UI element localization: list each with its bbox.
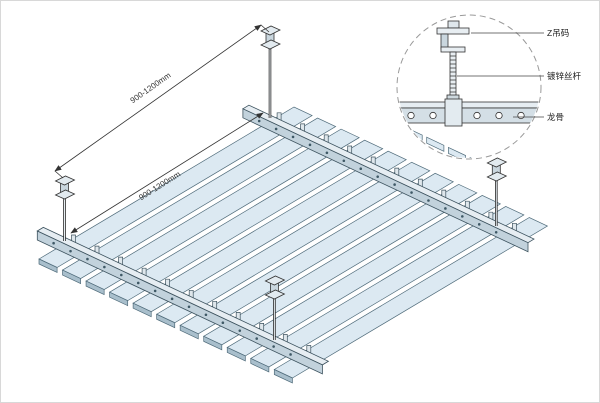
detail-callouts: Z吊码 镀锌丝杆 龙骨: [457, 28, 582, 122]
z-clip: [486, 157, 507, 182]
carrier-lower: [36, 226, 330, 375]
detail-circle: [396, 14, 542, 160]
detail-view: Z吊码 镀锌丝杆 龙骨: [396, 14, 582, 160]
callout-z-clip: Z吊码: [547, 28, 569, 38]
callout-rod: 镀锌丝杆: [547, 71, 582, 81]
detail-carrier: [398, 98, 540, 127]
detail-threaded-rod: [446, 51, 460, 101]
z-clip: [55, 175, 75, 200]
hanger-rod-left: [55, 175, 75, 241]
hanger-rod-right: [486, 157, 507, 226]
hanger-rod-top: [260, 25, 281, 118]
z-clip: [260, 25, 281, 50]
hanger-rod-bottom: [264, 275, 285, 340]
dimension-upper-label: 900-1200mm: [129, 71, 173, 106]
callout-keel: 龙骨: [547, 112, 564, 122]
